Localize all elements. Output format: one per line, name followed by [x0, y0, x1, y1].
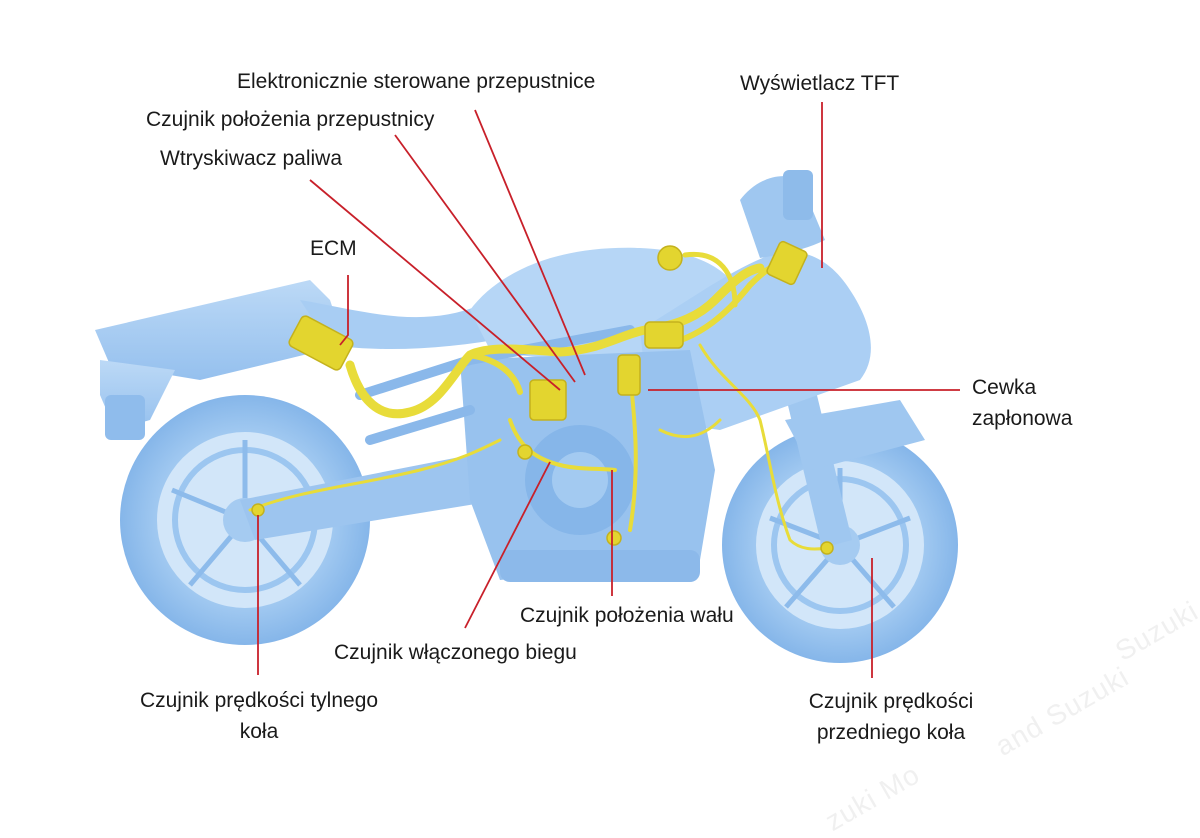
leader-gear-position — [464, 461, 551, 629]
leader-throttle-position — [394, 134, 576, 383]
swingarm — [240, 455, 500, 540]
label-rear-wheel-speed-line2: koła — [239, 720, 279, 743]
label-rear-wheel-speed-sensor: Czujnik prędkości tylnego koła — [120, 685, 398, 747]
leader-fuel-injector — [309, 179, 561, 391]
yellow-components — [251, 240, 834, 555]
diagram-stage: Suzuki M and Suzuki zuki Mo Elektroniczn… — [95, 70, 1200, 837]
leader-ecm — [339, 275, 349, 346]
rear-speed-sensor-unit — [251, 503, 265, 517]
front-speed-sensor-unit — [820, 541, 834, 555]
tail-section — [95, 280, 345, 440]
label-front-wheel-speed-line2: przedniego koła — [816, 721, 966, 744]
leader-throttle-bodies — [474, 109, 586, 376]
label-ignition-coil-line1: Cewka — [972, 376, 1037, 399]
front-wheel — [722, 427, 958, 663]
label-ignition-coil-line2: zapłonowa — [972, 407, 1073, 430]
tft-display-unit — [766, 240, 808, 286]
label-ecm: ECM — [310, 237, 357, 260]
label-front-wheel-speed-line1: Czujnik prędkości — [808, 690, 974, 713]
fuel-injector-unit — [529, 379, 567, 421]
motorcycle-illustration — [95, 102, 960, 678]
label-gear-position-sensor: Czujnik włączonego biegu — [334, 641, 577, 664]
front-fairing — [640, 170, 871, 430]
label-throttle-bodies: Elektronicznie sterowane przepustnice — [237, 70, 596, 93]
label-front-wheel-speed-sensor: Czujnik prędkości przedniego koła — [786, 686, 996, 748]
label-crank-position-sensor: Czujnik położenia wału — [520, 604, 734, 627]
gear-sensor-unit — [517, 444, 533, 460]
throttle-body-unit — [644, 321, 684, 349]
ignition-coil-unit — [617, 354, 641, 396]
label-fuel-injector: Wtryskiwacz paliwa — [160, 147, 343, 170]
label-tft-display: Wyświetlacz TFT — [740, 72, 900, 95]
leader-lines — [257, 102, 960, 678]
engine — [460, 350, 715, 582]
label-ignition-coil: Cewka zapłonowa — [972, 372, 1072, 434]
crank-sensor-unit — [606, 530, 622, 546]
ecm-unit — [288, 315, 354, 371]
label-throttle-position-sensor: Czujnik położenia przepustnicy — [146, 108, 435, 131]
handlebar-switch — [657, 245, 683, 271]
label-rear-wheel-speed-line1: Czujnik prędkości tylnego — [139, 689, 379, 712]
